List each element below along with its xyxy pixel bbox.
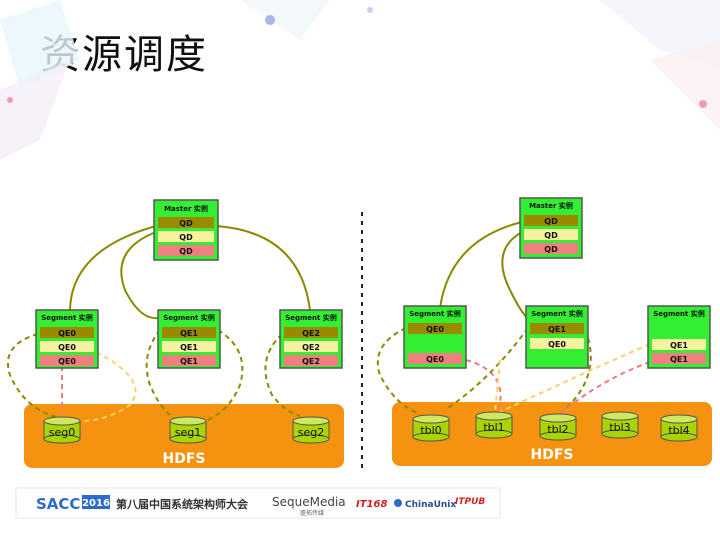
qe-text-2-1-left: QE2 xyxy=(302,343,320,352)
qe-text-0-2-left: QE0 xyxy=(58,357,76,366)
qe-text-2-0-right: QE1 xyxy=(670,341,688,350)
qe-text-0-1-right: QE0 xyxy=(426,355,444,364)
link-master-seg1-right xyxy=(501,231,531,321)
segment-instance-0-left: Segment 实例 QE0 QE0 QE0 xyxy=(35,309,99,369)
cylinder-label-tbl1: tbl1 xyxy=(483,421,504,434)
segment-instance-2-right: Segment 实例 QE1 QE1 xyxy=(647,305,711,369)
sequemedia-logo: SequeMedia xyxy=(272,495,346,509)
hdfs-label-right: HDFS xyxy=(531,447,574,463)
dash-seg2-tbl2-pink-right xyxy=(559,361,651,415)
sacc-logo: SACC xyxy=(36,495,80,513)
segment-label-0-right: Segment 实例 xyxy=(409,309,461,318)
cylinder-label-tbl0: tbl0 xyxy=(420,424,441,437)
dash-seg0-tbl0-right xyxy=(376,327,421,415)
cylinder-seg1: seg1 xyxy=(169,416,207,444)
sequemedia-sub: 盛拓传媒 xyxy=(300,509,324,517)
right-diagram: HDFS Master 实例 QD QD QD Segment 实例 QE0 xyxy=(376,197,712,466)
dash-seg0-tbl1-pink-right xyxy=(465,359,502,413)
qd-row-1-left xyxy=(158,217,214,228)
qd-text-1-right: QD xyxy=(544,217,558,226)
conference-name: 第八届中国系统架构师大会 xyxy=(116,497,249,511)
dash-seg2-cyl2-left xyxy=(264,333,301,417)
segment-label-2-left: Segment 实例 xyxy=(285,313,337,322)
qe-text-0-1-left: QE0 xyxy=(58,343,76,352)
qe-text-2-2-left: QE2 xyxy=(302,357,320,366)
segment-label-1-right: Segment 实例 xyxy=(531,309,583,318)
chinaunix-logo: ChinaUnix xyxy=(405,500,456,510)
qd-text-3-left: QD xyxy=(179,247,193,256)
qe-text-1-0-right: QE1 xyxy=(548,325,566,334)
segment-instance-0-right: Segment 实例 QE0 QE0 xyxy=(403,305,467,369)
segment-instance-1-left: Segment 实例 QE1 QE1 QE1 xyxy=(157,309,221,369)
qd-row-2-left xyxy=(158,231,214,242)
master-label-left: Master 实例 xyxy=(164,204,208,213)
cylinder-tbl2: tbl2 xyxy=(539,413,577,441)
link-master-seg0-right xyxy=(439,221,523,309)
master-label-right: Master 实例 xyxy=(529,201,573,210)
qe-text-1-1-right: QE0 xyxy=(548,340,566,349)
qe-text-0-0-right: QE0 xyxy=(426,325,444,334)
qe-text-2-0-left: QE2 xyxy=(302,329,320,338)
cylinder-label-tbl2: tbl2 xyxy=(547,423,568,436)
cylinder-seg2: seg2 xyxy=(292,416,330,444)
chinaunix-icon xyxy=(394,499,402,507)
segment-instance-2-left: Segment 实例 QE2 QE2 QE2 xyxy=(279,309,343,369)
dash-seg1-tbl0-right xyxy=(444,327,529,411)
qe-text-1-1-left: QE1 xyxy=(180,343,198,352)
dash-seg1-cyl1b-left xyxy=(191,329,244,425)
link-master-seg0-left xyxy=(69,225,157,313)
cylinder-label-tbl4: tbl4 xyxy=(668,424,689,437)
itpub-logo: ITPUB xyxy=(455,497,485,507)
left-diagram: HDFS Master 实例 QD QD QD Segment 实例 QE0 xyxy=(6,199,344,468)
qd-text-1-left: QD xyxy=(179,219,193,228)
segment-label-1-left: Segment 实例 xyxy=(163,313,215,322)
cylinder-label-tbl3: tbl3 xyxy=(609,421,630,434)
master-instance-right: Master 实例 QD QD QD xyxy=(519,197,583,259)
cylinder-tbl0: tbl0 xyxy=(412,414,450,442)
segment-label-0-left: Segment 实例 xyxy=(41,313,93,322)
qd-text-2-right: QD xyxy=(544,231,558,240)
it168-logo: IT168 xyxy=(356,499,387,510)
cylinder-label-seg1: seg1 xyxy=(175,426,201,439)
cylinder-tbl3: tbl3 xyxy=(601,411,639,439)
qe-text-1-2-left: QE1 xyxy=(180,357,198,366)
link-master-seg2-left xyxy=(215,225,311,311)
footer-logo-strip: SACC 2016 第八届中国系统架构师大会 SequeMedia 盛拓传媒 I… xyxy=(15,487,501,519)
qd-text-2-left: QD xyxy=(179,233,193,242)
year-badge: 2016 xyxy=(82,498,110,509)
cylinder-seg0: seg0 xyxy=(43,416,81,444)
segment-instance-1-right: Segment 实例 QE1 QE0 xyxy=(525,305,589,369)
segment-label-2-right: Segment 实例 xyxy=(653,309,705,318)
master-instance-left: Master 实例 QD QD QD xyxy=(153,199,219,261)
qe-text-0-0-left: QE0 xyxy=(58,329,76,338)
background-decoration xyxy=(0,0,720,160)
link-master-seg1-left xyxy=(120,231,159,320)
qe-text-1-0-left: QE1 xyxy=(180,329,198,338)
qd-row-3-left xyxy=(158,245,214,256)
dash-seg0-cyl0-left xyxy=(6,333,61,419)
cylinder-label-seg0: seg0 xyxy=(49,426,75,439)
cylinder-tbl1: tbl1 xyxy=(475,411,513,439)
dash-seg2-tbl1-yellow-right xyxy=(499,343,651,413)
qd-text-3-right: QD xyxy=(544,245,558,254)
cylinder-tbl4: tbl4 xyxy=(660,414,698,442)
cylinder-label-seg2: seg2 xyxy=(298,426,324,439)
qe-text-2-1-right: QE1 xyxy=(670,355,688,364)
dash-seg0-cyl1-left xyxy=(69,351,137,422)
hdfs-label-left: HDFS xyxy=(163,451,206,467)
